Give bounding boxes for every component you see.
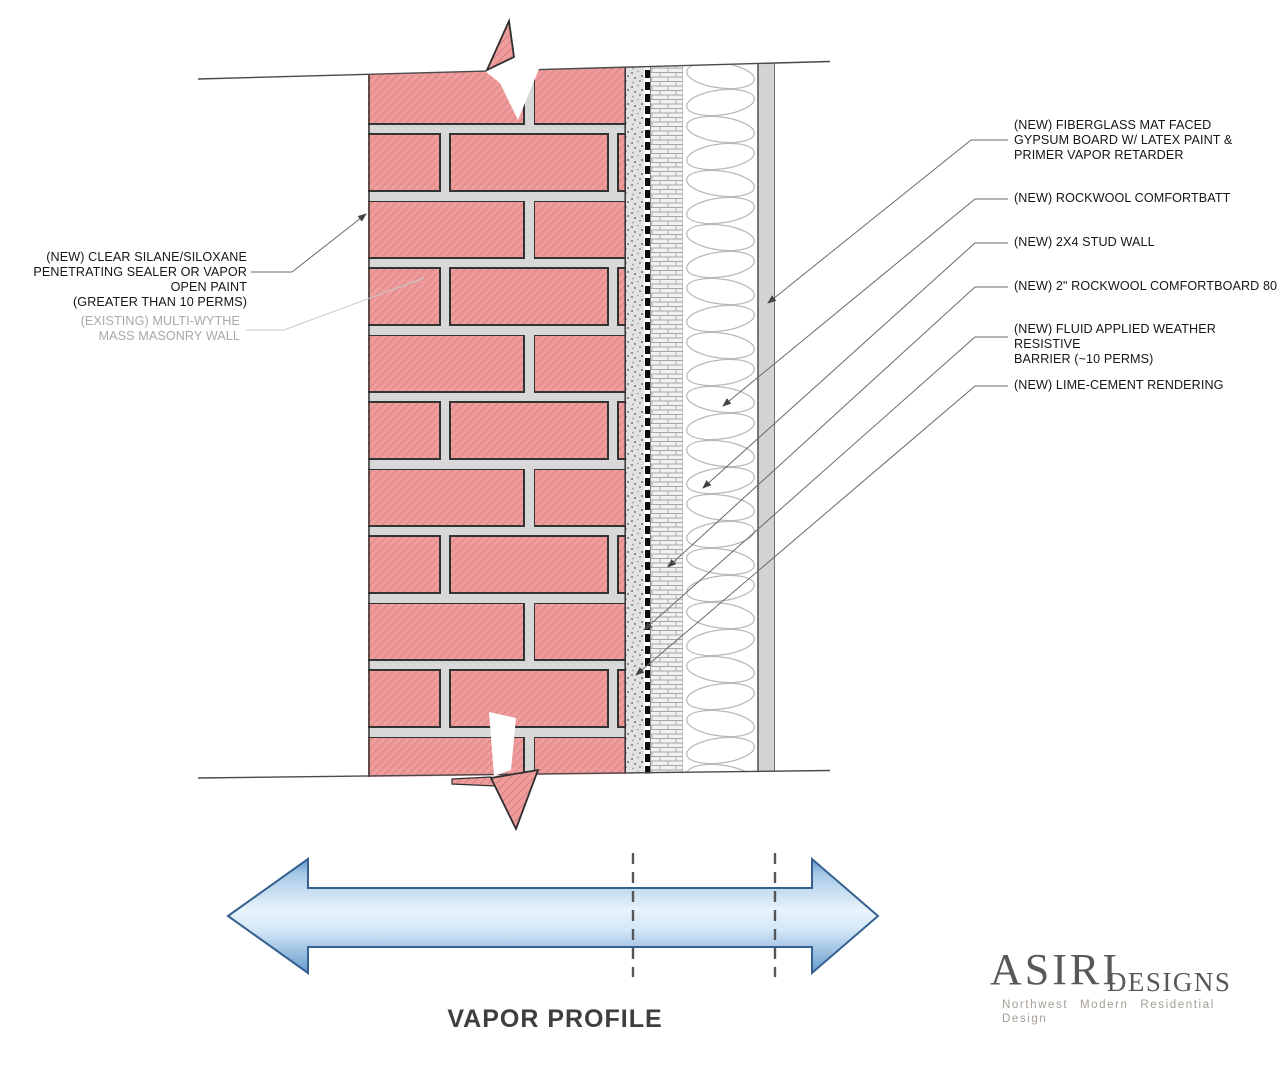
label-wrb: (NEW) FLUID APPLIED WEATHER RESISTIVE BA… xyxy=(1014,322,1216,366)
leader-gypsum-board xyxy=(767,139,1008,304)
stud-batt-insulation-layer xyxy=(683,63,758,777)
vapor-profile-arrow xyxy=(226,856,880,976)
label-comfortboard: (NEW) 2" ROCKWOOL COMFORTBOARD 80 xyxy=(1014,279,1278,293)
logo-tagline: Northwest Modern Residential Design xyxy=(1002,999,1215,1025)
leader-rendering xyxy=(635,385,1008,676)
vapor-boundary-dashes xyxy=(631,853,777,977)
vapor-profile-title: VAPOR PROFILE xyxy=(447,1005,663,1033)
masonry-wall-layer xyxy=(368,63,626,777)
leader-comfortbatt xyxy=(722,198,1008,407)
comfortboard-layer xyxy=(650,63,683,777)
logo-suffix: DESIGNS xyxy=(1106,967,1232,997)
leader-stud-wall xyxy=(702,242,1008,489)
leader-masonry xyxy=(246,277,425,331)
wall-assembly xyxy=(368,63,775,777)
label-existing-masonry: (EXISTING) MULTI-WYTHE MASS MASONRY WALL xyxy=(80,314,240,343)
lime-cement-rendering-layer xyxy=(626,63,644,777)
gypsum-board-layer xyxy=(757,63,775,777)
leader-comfortboard xyxy=(667,286,1008,568)
label-sealer: (NEW) CLEAR SILANE/SILOXANE PENETRATING … xyxy=(33,250,247,309)
leader-wrb xyxy=(643,336,1008,631)
leader-sealer xyxy=(251,213,367,273)
leader-lines xyxy=(246,139,1008,676)
label-stud-wall: (NEW) 2X4 STUD WALL xyxy=(1014,235,1155,249)
label-comfortbatt: (NEW) ROCKWOOL COMFORTBATT xyxy=(1014,191,1231,205)
logo-name: ASIRI xyxy=(990,945,1120,994)
label-rendering: (NEW) LIME-CEMENT RENDERING xyxy=(1014,378,1224,392)
top-break-mark xyxy=(485,17,541,120)
bottom-break-mark xyxy=(451,712,540,832)
label-gypsum-board: (NEW) FIBERGLASS MAT FACED GYPSUM BOARD … xyxy=(1014,118,1233,162)
asiri-designs-logo: ASIRIDESIGNS Northwest Modern Residentia… xyxy=(990,948,1270,1048)
